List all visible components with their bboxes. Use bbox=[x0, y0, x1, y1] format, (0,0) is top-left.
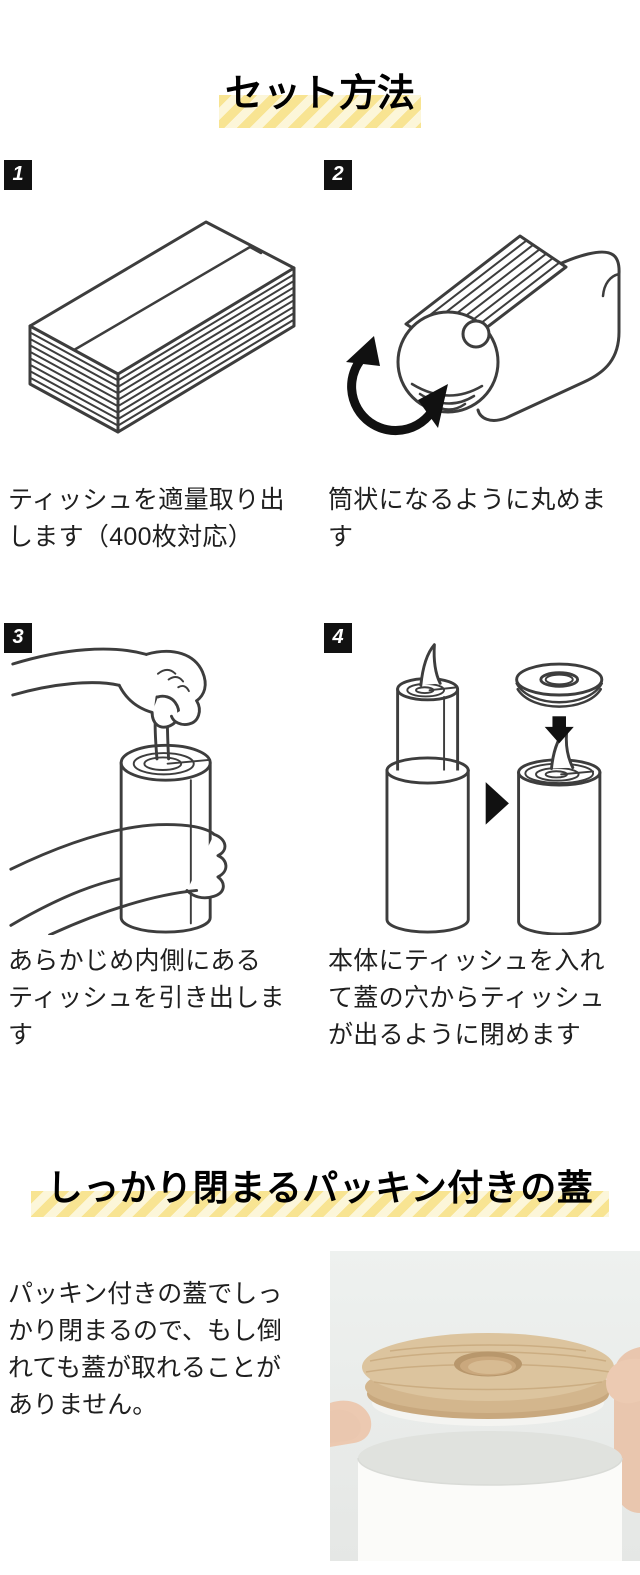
step-2-number-badge: 2 bbox=[324, 159, 352, 190]
lid-section-title: しっかり閉まるパッキン付きの蓋 bbox=[30, 1165, 610, 1217]
canister-opening bbox=[358, 1430, 622, 1485]
down-arrow-icon bbox=[544, 715, 574, 743]
step-4-illustration-insert-and-close bbox=[326, 635, 640, 935]
finger-right-bottom bbox=[614, 1408, 640, 1444]
lid-section-body: パッキン付きの蓋でしっ かり閉まるので、もし倒 れても蓋が取れることが ありませ… bbox=[8, 1279, 283, 1419]
wooden-lid bbox=[362, 1332, 614, 1419]
setup-section-header: セット方法 bbox=[0, 0, 640, 128]
setup-section-title: セット方法 bbox=[218, 72, 421, 128]
setup-step-2: 2 bbox=[320, 159, 640, 623]
step-3-number-badge: 3 bbox=[4, 622, 32, 653]
step-1-number-badge: 1 bbox=[4, 159, 32, 190]
step-3-caption: あらかじめ内側にある ティッシュを引き出しま す bbox=[8, 946, 285, 1049]
step-2-caption: 筒状になるように丸めま す bbox=[328, 485, 607, 551]
step-1-illustration-tissue-stack bbox=[10, 204, 320, 454]
setup-step-1: 1 bbox=[0, 159, 320, 623]
lid-section-header: しっかり閉まるパッキン付きの蓋 bbox=[0, 1165, 640, 1217]
right-arrow-icon bbox=[485, 781, 509, 825]
setup-step-4: 4 bbox=[320, 622, 640, 1054]
setup-step-3: 3 bbox=[0, 622, 320, 1054]
step-4-caption: 本体にティッシュを入れ て蓋の穴からティッシュ が出るように閉めます bbox=[328, 946, 605, 1049]
lid-section-content: パッキン付きの蓋でしっ かり閉まるので、もし倒 れても蓋が取れることが ありませ… bbox=[0, 1250, 640, 1561]
finger-left-tip bbox=[330, 1409, 361, 1443]
step-3-illustration-hand-pulling bbox=[6, 635, 320, 935]
finger-right-top bbox=[606, 1358, 640, 1404]
step-1-caption: ティッシュを適量取り出 します（400枚対応） bbox=[8, 485, 285, 551]
setup-steps-grid: 1 bbox=[0, 159, 640, 1054]
lid-photo bbox=[330, 1250, 640, 1561]
rotate-arrow-icon bbox=[346, 335, 448, 435]
canister-body bbox=[358, 1457, 622, 1561]
step-2-illustration-rolled-tissue bbox=[330, 204, 640, 454]
step-4-number-badge: 4 bbox=[324, 622, 352, 653]
